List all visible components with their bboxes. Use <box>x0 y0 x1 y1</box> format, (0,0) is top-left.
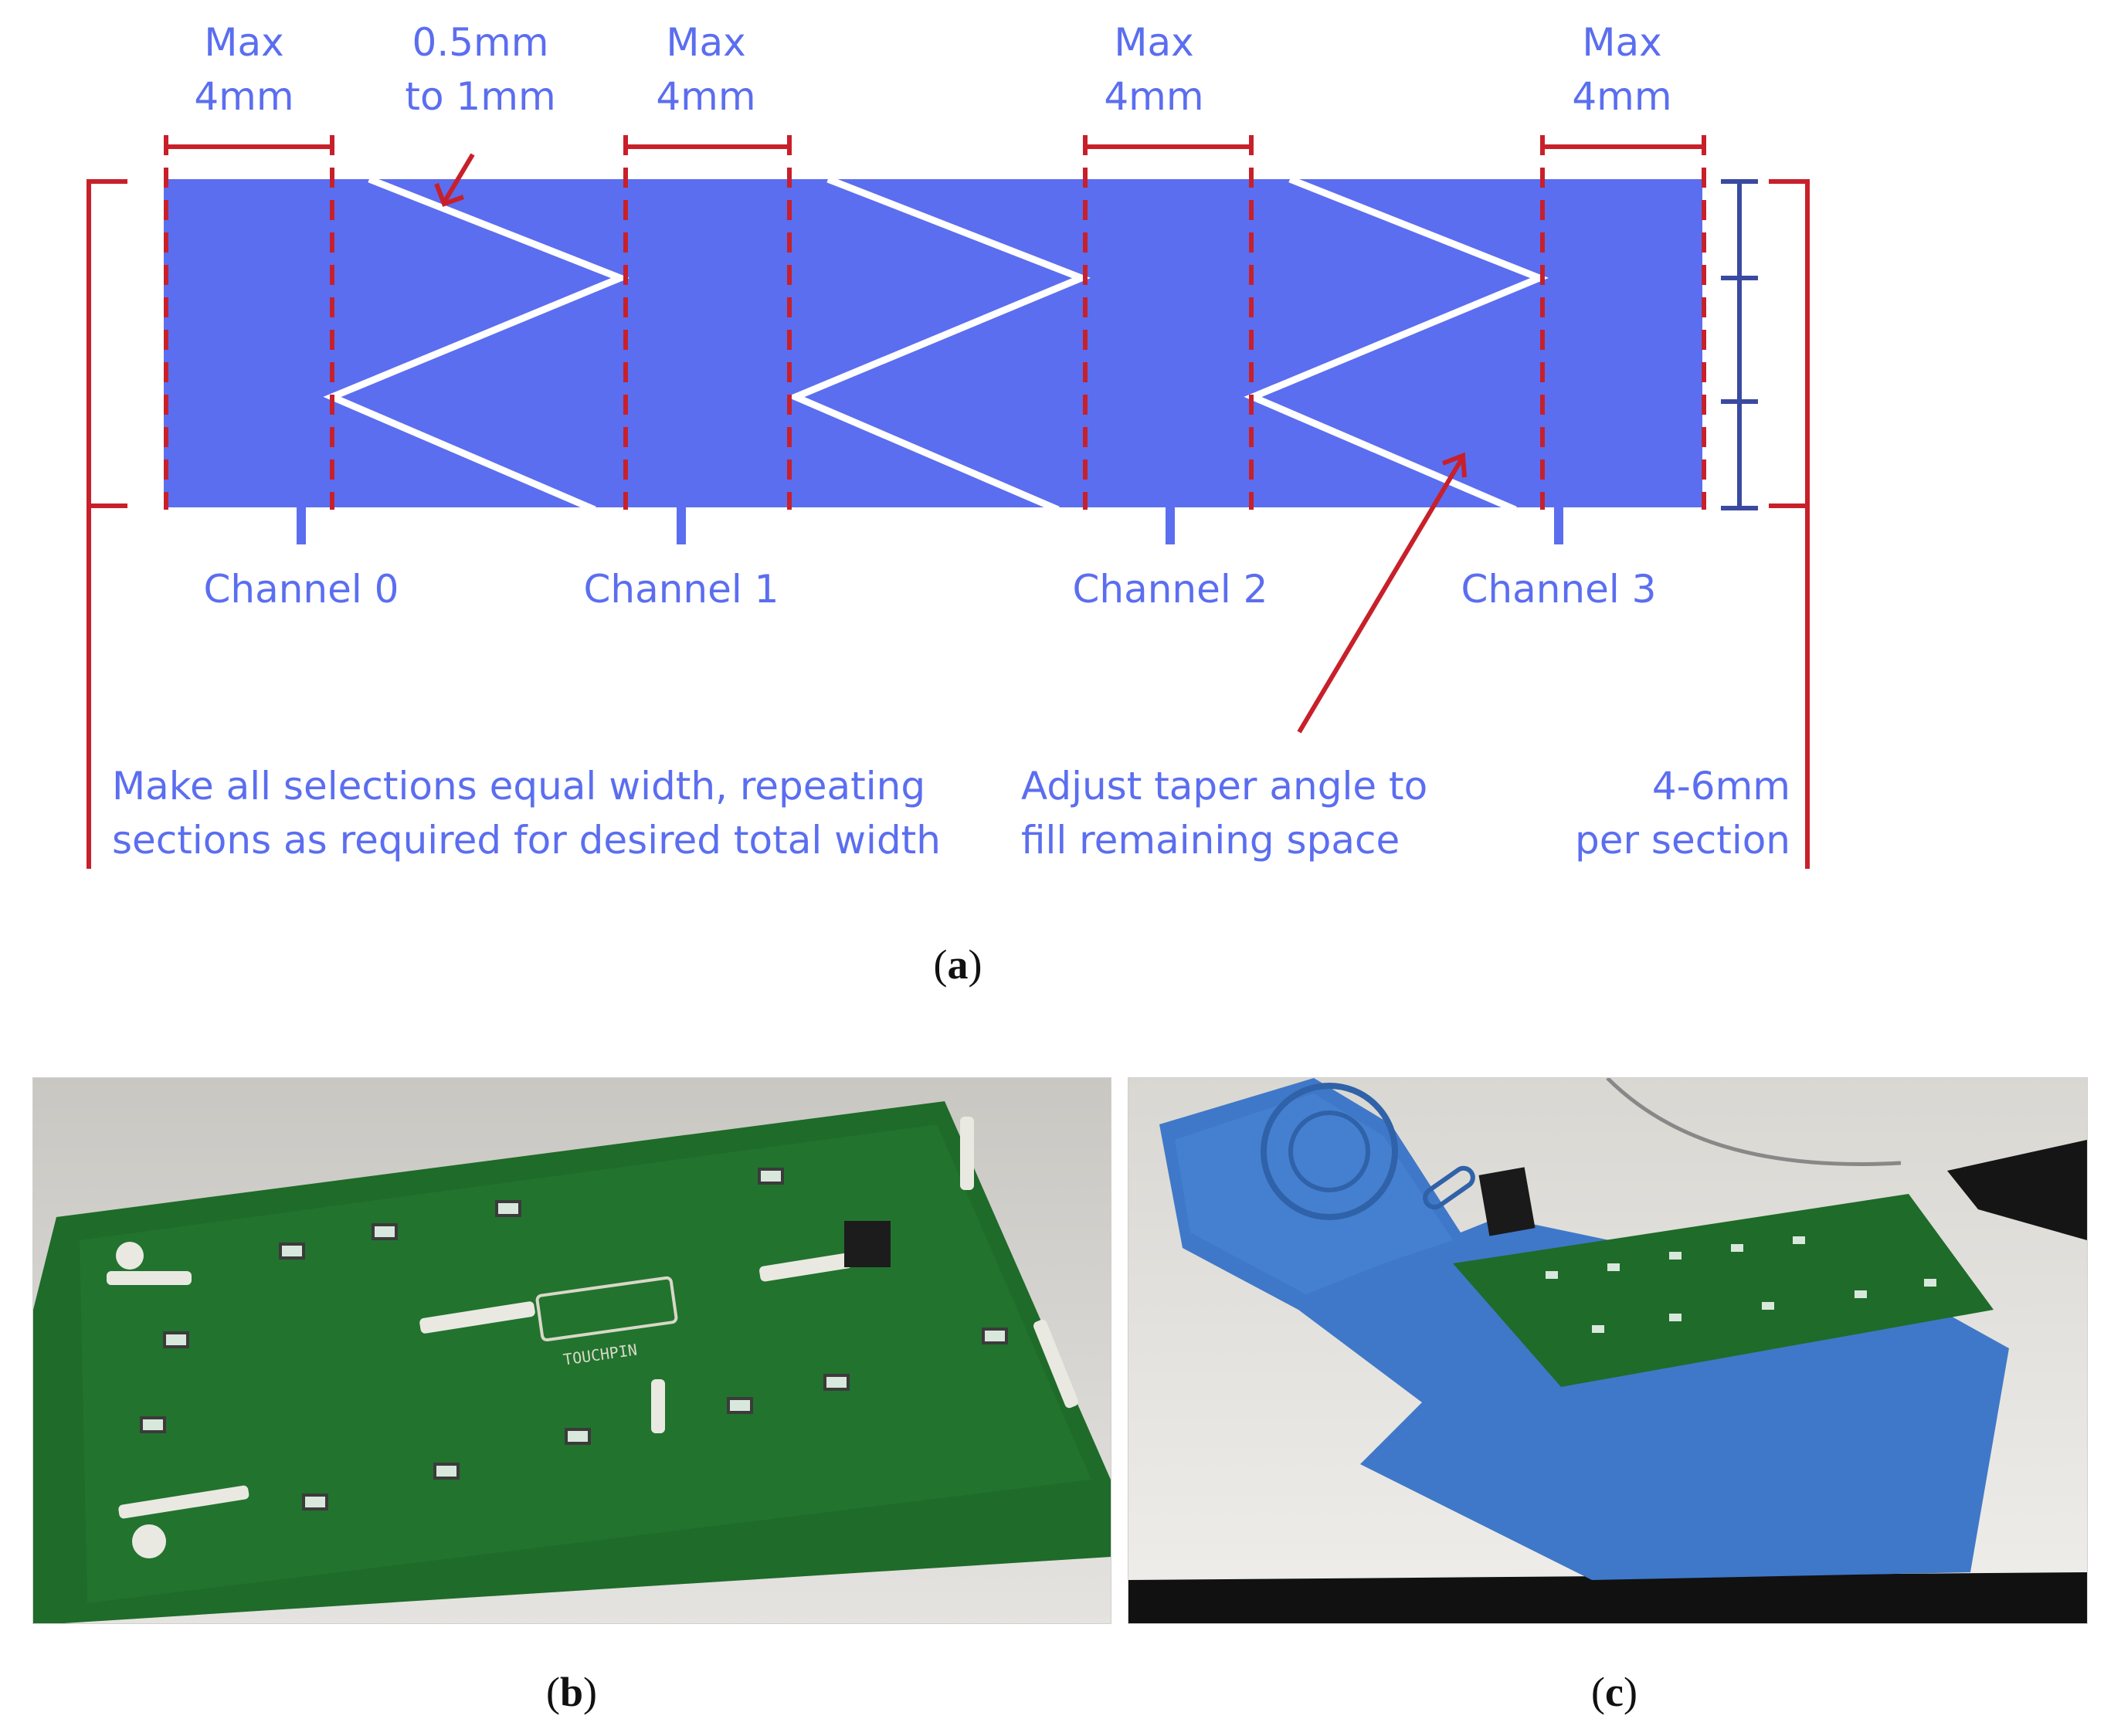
left-bracket <box>87 179 127 869</box>
gap-arrow <box>434 153 475 207</box>
note-right-line1: 4-6mm <box>1652 764 1790 809</box>
max-label-0b: 4mm <box>194 74 294 119</box>
note-right-line2: per section <box>1575 818 1790 863</box>
note-left-line2: sections as required for desired total w… <box>112 818 941 863</box>
max-label-3: Max <box>1582 20 1661 65</box>
caption-a: (a) <box>933 941 982 988</box>
taper-separators <box>323 175 1549 514</box>
note-mid-line2: fill remaining space <box>1021 818 1400 863</box>
max-label-3b: 4mm <box>1572 74 1671 119</box>
taper-arrow <box>1297 452 1467 734</box>
channel-label-0: Channel 0 <box>204 567 399 612</box>
mcu-chip <box>844 1221 891 1267</box>
max-label-0: Max <box>204 20 283 65</box>
separator-0-1 <box>323 175 630 514</box>
channel-label-2: Channel 2 <box>1073 567 1268 612</box>
electrode-layout-diagram: Max 4mm 0.5mm to 1mm Max 4mm Max 4mm Max… <box>87 20 1810 869</box>
max-label-2: Max <box>1114 20 1193 65</box>
note-mid-line1: Adjust taper angle to <box>1021 764 1427 809</box>
caption-c: (c) <box>1591 1669 1637 1715</box>
separator-2-3 <box>1244 175 1549 514</box>
mounted-pcb <box>1453 1194 1994 1387</box>
channel-ticks <box>297 506 1563 544</box>
separator-1-2 <box>786 175 1091 514</box>
gap-label: 0.5mm <box>412 20 549 65</box>
max-label-1: Max <box>666 20 745 65</box>
caption-b: (b) <box>545 1669 597 1715</box>
right-bracket <box>1769 179 1810 869</box>
max-label-2b: 4mm <box>1104 74 1203 119</box>
photo-enclosure <box>1128 1077 2088 1624</box>
section-height-dimension <box>1721 179 1758 510</box>
note-left-line1: Make all selections equal width, repeati… <box>112 764 925 809</box>
channel-label-1: Channel 1 <box>584 567 779 612</box>
channel-label-3: Channel 3 <box>1461 567 1657 612</box>
max-label-1b: 4mm <box>656 74 755 119</box>
gap-label-b: to 1mm <box>405 74 555 119</box>
photo-pcb: TOUCHPIN <box>32 1077 1111 1624</box>
